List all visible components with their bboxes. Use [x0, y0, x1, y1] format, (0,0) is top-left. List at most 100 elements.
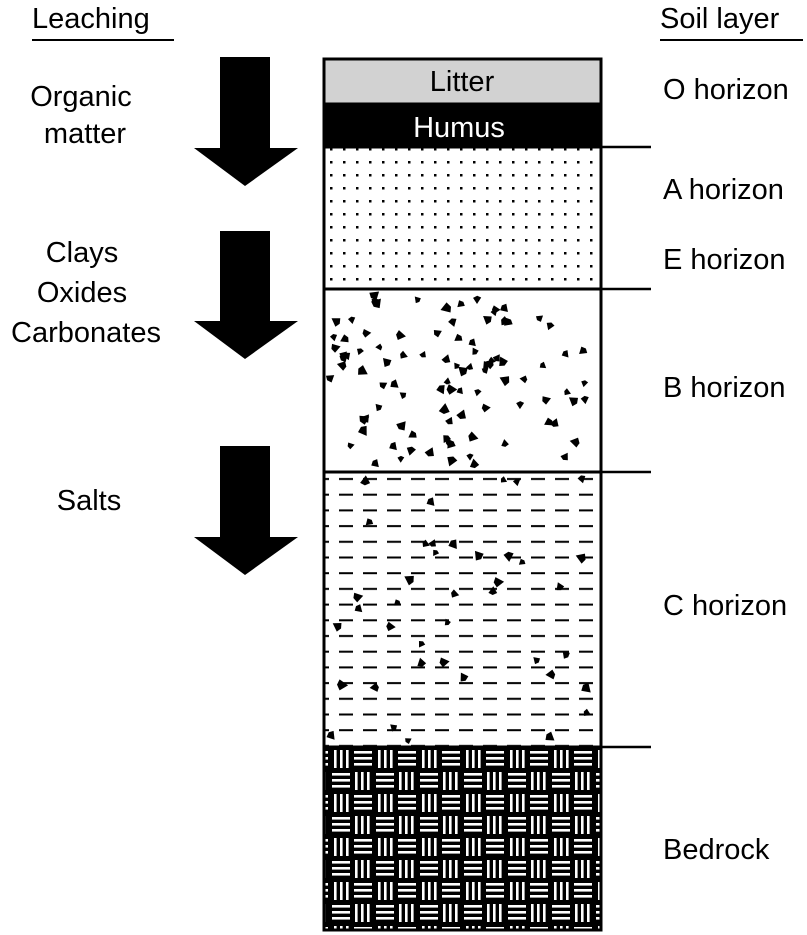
pebble [371, 298, 379, 305]
e-horizon-label: E horizon [663, 244, 786, 276]
pebble [397, 455, 405, 463]
pebble [408, 430, 417, 438]
pebble [446, 384, 458, 395]
pebble [390, 724, 398, 732]
pebble [458, 366, 468, 377]
pebble [396, 330, 406, 341]
pebble [444, 618, 451, 626]
pebble [454, 362, 460, 370]
pebble [499, 376, 510, 387]
pebble [433, 330, 442, 338]
c-horizon-layer [324, 472, 601, 747]
pebble [375, 403, 383, 412]
pebble [433, 549, 440, 556]
c-horizon-label: C horizon [663, 590, 787, 622]
pebble [438, 403, 450, 415]
organic-matter-label: Organic matter [30, 81, 140, 150]
a-horizon-label: A horizon [663, 174, 784, 206]
pebble [360, 414, 370, 423]
pebble [457, 300, 465, 308]
leaching-header: Leaching [32, 3, 150, 35]
pebble [512, 478, 521, 487]
b-horizon-layer [324, 289, 601, 472]
pebble [393, 599, 401, 606]
pebble [371, 459, 379, 468]
pebble [569, 437, 580, 448]
leaching-arrow-minerals-icon [194, 231, 298, 359]
pebble [580, 395, 589, 405]
pebble [500, 303, 508, 312]
pebble [424, 447, 434, 457]
pebble [577, 475, 586, 484]
pebble [503, 551, 514, 562]
pebble [468, 431, 479, 442]
pebble [481, 403, 491, 413]
pebble [469, 458, 480, 469]
pebble [406, 446, 416, 456]
pebble [339, 351, 347, 359]
pebble [539, 361, 547, 369]
pebble [448, 539, 457, 549]
pebble [369, 682, 379, 692]
pebble [362, 329, 372, 338]
pebble [546, 322, 555, 331]
pebble [456, 387, 463, 395]
pebble [445, 438, 455, 448]
pebble [399, 392, 407, 399]
pebble [379, 382, 388, 390]
pebble [389, 441, 397, 451]
pebble [545, 731, 555, 741]
pebble [460, 672, 469, 682]
pebble [375, 343, 383, 351]
pebble [483, 316, 492, 325]
pebble [560, 452, 568, 461]
pebble [358, 425, 367, 436]
pebble [417, 657, 427, 667]
pebble [499, 356, 508, 366]
pebble [501, 316, 511, 326]
humus-label: Humus [413, 112, 505, 144]
carbonates-line: Carbonates [11, 317, 161, 349]
bedrock-layer [324, 747, 601, 930]
pebble [549, 418, 559, 427]
leaching-arrow-organic-icon [194, 57, 298, 186]
soil-column: Litter Humus [322, 57, 603, 932]
salts-label: Salts [57, 485, 121, 517]
pebble [448, 318, 457, 327]
pebble [518, 558, 526, 565]
pebble [439, 657, 450, 668]
b-horizon-label: B horizon [663, 372, 786, 404]
pebble [488, 356, 496, 364]
pebble [422, 539, 430, 548]
pebble [426, 497, 435, 506]
pebble [340, 334, 349, 343]
pebble [535, 315, 544, 322]
pebble [556, 582, 565, 591]
pebble [331, 343, 341, 353]
litter-layer [324, 59, 601, 104]
pebble [490, 309, 498, 317]
pebble [360, 475, 371, 486]
pebble [481, 367, 489, 374]
pebble [325, 375, 335, 383]
pebble [347, 442, 355, 450]
humus-layer [324, 104, 601, 147]
pebble [519, 375, 528, 384]
pebble [516, 401, 525, 410]
pebble [500, 476, 508, 483]
pebble [465, 362, 474, 370]
pebble [356, 348, 364, 356]
pebble [568, 397, 579, 407]
pebble [419, 350, 426, 358]
pebble [358, 365, 368, 375]
pebble [466, 453, 474, 461]
pebble [472, 347, 479, 355]
pebble [414, 296, 421, 304]
pebble [474, 550, 484, 561]
pebble [454, 333, 463, 341]
pebble [492, 354, 500, 362]
pebble [488, 586, 498, 595]
pebble [561, 350, 569, 358]
leaching-arrow-salts-icon [194, 446, 298, 575]
pebble [564, 388, 571, 396]
